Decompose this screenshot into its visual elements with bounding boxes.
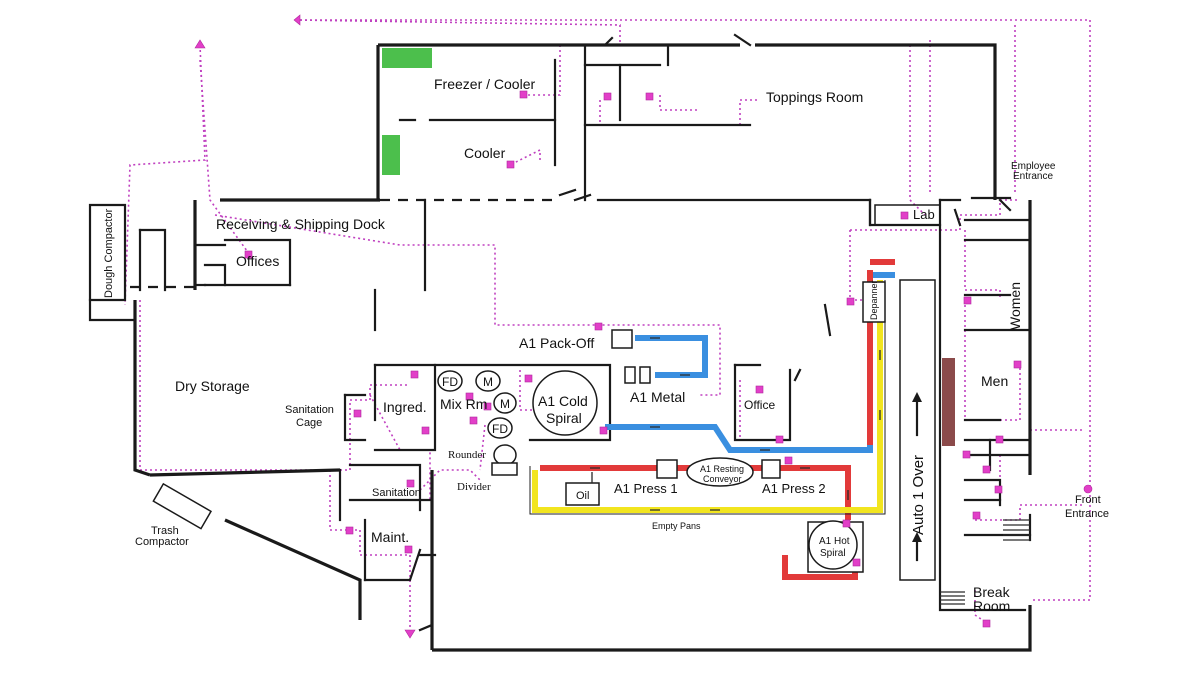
front-entrance-marker [1083,484,1093,494]
label-oil: Oil [576,490,589,502]
a1-cold-spiral [532,370,598,436]
depanner [862,281,886,323]
location-markers [244,90,1022,628]
label-a1-resting-2: Conveyor [703,474,742,484]
label-a1-press-1: A1 Press 1 [614,481,678,496]
walls [88,33,1032,652]
label-front-entrance-2: Entrance [1065,508,1109,520]
cooler-block [382,135,400,175]
label-a1-cold-spiral-2: Spiral [546,410,582,426]
label-office: Office [744,398,775,412]
label-mix-rm: Mix Rm [440,396,487,412]
route-arrow-icon [293,14,301,26]
route-arrow-icon [404,629,416,639]
label-ingred: Ingred. [383,399,427,415]
label-trash-compactor-1: Trash [151,525,179,537]
label-maint: Maint. [371,529,409,545]
brown-panel [942,358,955,446]
label-divider: Divider [457,481,491,493]
up-arrow-icon [912,532,922,542]
label-sanitation-cage-2: Cage [296,417,322,429]
label-men: Men [981,373,1008,389]
label-dough-compactor: Dough Compactor [103,208,115,298]
label-a1-metal: A1 Metal [630,389,685,405]
label-fd-1: FD [442,375,458,389]
label-a1-hot-spiral-2: Spiral [820,548,846,559]
label-a1-cold-spiral-1: A1 Cold [538,393,588,409]
fd-mixer-1 [437,370,463,392]
label-a1-resting-1: A1 Resting [700,464,744,474]
press-2-box [761,459,781,479]
label-dry-storage: Dry Storage [175,378,250,394]
up-arrow-icon [912,392,922,402]
oil-box [565,482,600,506]
label-a1-press-2: A1 Press 2 [762,481,826,496]
metal-detector-2 [639,366,651,384]
flow-arrows [590,337,881,511]
label-employee-entrance-1: Employee [1011,161,1056,172]
label-receiving-dock: Receiving & Shipping Dock [216,216,386,232]
trash-compactor [152,482,213,530]
label-rounder: Rounder [448,449,486,461]
label-offices: Offices [236,253,279,269]
label-employee-entrance-2: Entrance [1013,171,1053,182]
freezer-block [382,48,432,68]
label-cooler: Cooler [464,145,506,161]
label-fd-2: FD [492,422,508,436]
lab-box [874,204,941,226]
label-empty-pans: Empty Pans [652,521,701,531]
label-trash-compactor-2: Compactor [135,536,189,548]
label-break-room-2: Room [973,598,1010,614]
label-sanitation: Sanitation [372,487,421,499]
label-auto-1-over: Auto 1 Over [910,455,927,535]
label-a1-pack-off: A1 Pack-Off [519,335,594,351]
label-a1-hot-spiral-1: A1 Hot [819,536,850,547]
stairs-icon [940,519,1030,605]
route-arrow-icon [194,39,206,49]
fd-mixer-2 [487,417,513,439]
label-m-1: M [483,375,493,389]
label-m-2: M [500,397,510,411]
m-mixer-1 [475,370,501,392]
pack-off-box [611,329,633,349]
m-mixer-2 [493,392,517,414]
a1-hot-spiral [808,520,858,570]
label-women: Women [1007,282,1023,330]
room-labels: Freezer / Cooler Toppings Room Cooler Em… [103,76,1109,614]
metal-detector-1 [624,366,636,384]
label-front-entrance-1: Front [1075,494,1101,506]
rounder-machine [493,444,517,466]
label-toppings-room: Toppings Room [766,89,863,105]
label-depanner: Depanner [869,280,879,320]
label-freezer-cooler: Freezer / Cooler [434,76,535,92]
divider-machine [491,462,518,476]
label-sanitation-cage-1: Sanitation [285,404,334,416]
resting-conveyor [686,457,754,487]
label-break-room-1: Break [973,584,1011,600]
label-lab: Lab [913,207,935,222]
press-1-box [656,459,678,479]
